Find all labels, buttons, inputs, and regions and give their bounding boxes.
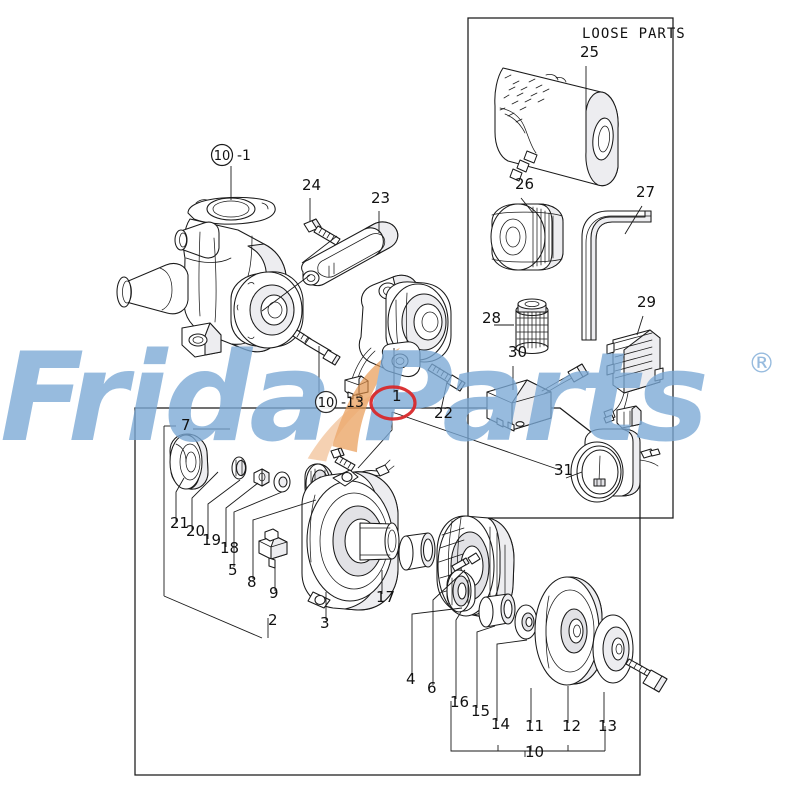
callout-15: 15 bbox=[471, 702, 490, 720]
part-9-connector bbox=[258, 528, 288, 569]
callout-11: 11 bbox=[525, 717, 544, 735]
part-17-spacer bbox=[398, 532, 436, 571]
callout-21: 21 bbox=[170, 514, 189, 532]
svg-text:10: 10 bbox=[318, 396, 335, 411]
callout-31: 31 bbox=[554, 461, 573, 479]
part-21-washer bbox=[231, 456, 247, 480]
callout-22: 22 bbox=[434, 404, 453, 422]
part-22-bolt bbox=[427, 363, 466, 392]
callout-30: 30 bbox=[508, 343, 527, 361]
part-27-v-belt bbox=[581, 210, 652, 341]
callout-2: 2 bbox=[268, 611, 278, 629]
callout-5: 5 bbox=[228, 561, 238, 579]
callout-6: 6 bbox=[427, 679, 437, 697]
callout-26: 26 bbox=[515, 175, 534, 193]
callout-1: 1 bbox=[392, 387, 402, 405]
part-20-nut bbox=[253, 468, 270, 487]
callout-28: 28 bbox=[482, 309, 501, 327]
part-31-hour-meter bbox=[570, 428, 661, 503]
svg-text:-13: -13 bbox=[341, 395, 364, 411]
callout-3: 3 bbox=[320, 614, 330, 632]
part-3-drive-end-frame bbox=[301, 469, 400, 611]
part-25-air-filter bbox=[494, 67, 619, 187]
callout-19: 19 bbox=[202, 531, 221, 549]
part-30-relay bbox=[486, 363, 589, 432]
part-29-regulator-rectifier bbox=[603, 329, 664, 429]
part-28-fuel-filter bbox=[515, 298, 549, 355]
callout-13: 13 bbox=[598, 717, 617, 735]
callout-23: 23 bbox=[371, 189, 390, 207]
callout-10: 10 bbox=[525, 743, 544, 761]
part-19-washer bbox=[273, 471, 291, 493]
callout-17: 17 bbox=[376, 588, 395, 606]
part-7-cap bbox=[169, 433, 209, 490]
part-26-oil-filter bbox=[490, 203, 564, 271]
callout-18: 18 bbox=[220, 539, 239, 557]
part-23-adjusting-bracket bbox=[301, 221, 399, 287]
part-15-collar bbox=[478, 593, 516, 628]
part-12-pulley-washer bbox=[592, 614, 634, 684]
svg-text:10: 10 bbox=[214, 149, 231, 164]
callout-27: 27 bbox=[636, 183, 655, 201]
callout-24: 24 bbox=[302, 176, 321, 194]
callout-8: 8 bbox=[247, 573, 257, 591]
callout-7: 7 bbox=[181, 416, 191, 434]
callout-10-1: 10 -1 bbox=[210, 143, 251, 167]
part-14-washer bbox=[514, 604, 538, 640]
callout-16: 16 bbox=[450, 693, 469, 711]
callout-9: 9 bbox=[269, 584, 279, 602]
loose-parts-box-frame bbox=[467, 17, 674, 519]
loose-parts-title: LOOSE PARTS bbox=[582, 26, 686, 42]
part-10-1-water-pump-housing bbox=[116, 196, 304, 358]
callout-29: 29 bbox=[637, 293, 656, 311]
callout-12: 12 bbox=[562, 717, 581, 735]
part-16-bearing bbox=[446, 569, 476, 613]
callout-20: 20 bbox=[186, 522, 205, 540]
part-6-screw bbox=[451, 552, 481, 572]
callout-4: 4 bbox=[406, 670, 416, 688]
part-13-through-bolt bbox=[625, 658, 668, 693]
callout-10-13: 10 -13 bbox=[314, 390, 364, 414]
part-24-bolt bbox=[303, 218, 341, 246]
callout-14: 14 bbox=[491, 715, 510, 733]
svg-text:-1: -1 bbox=[237, 148, 251, 164]
callout-25: 25 bbox=[580, 43, 599, 61]
